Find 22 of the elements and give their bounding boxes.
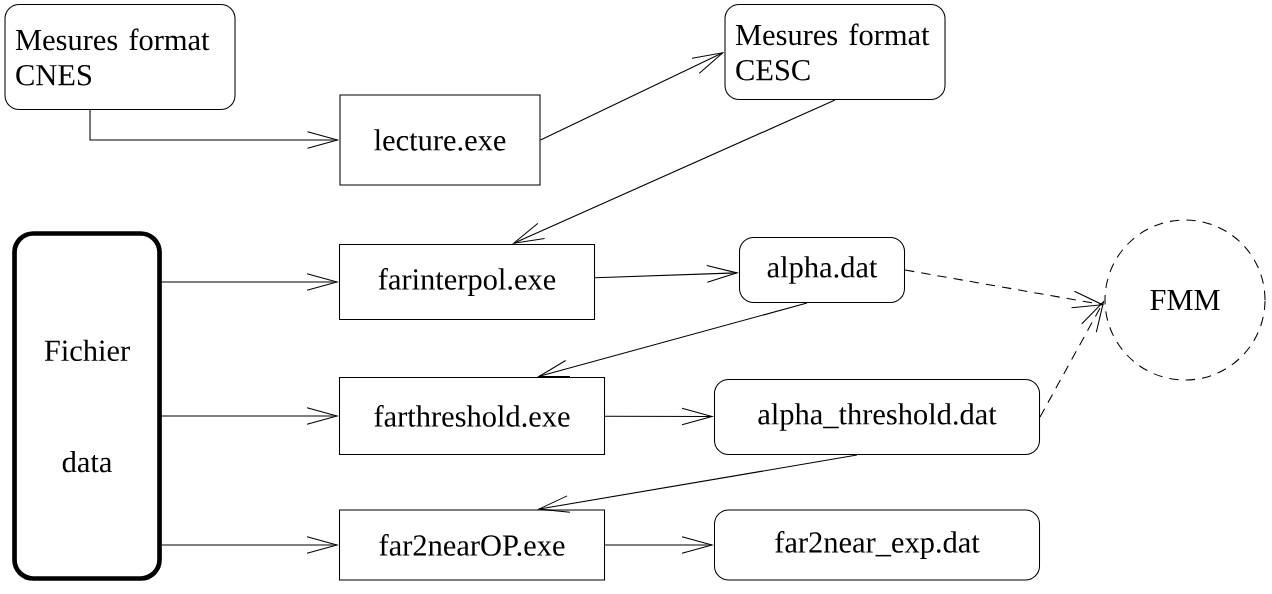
arrow	[604, 407, 714, 426]
data-box: Mesures format CESC	[724, 3, 946, 101]
arrow	[512, 99, 836, 244]
arrow	[161, 536, 339, 554]
data-box: alpha_threshold.dat	[713, 378, 1041, 456]
arrow	[537, 302, 808, 378]
file-box: Fichier data	[12, 231, 162, 581]
arrow	[89, 109, 340, 149]
program-box: farthreshold.exe	[339, 376, 606, 456]
data-box: alpha.dat	[739, 236, 906, 303]
arrow	[1039, 300, 1105, 418]
arrow	[161, 273, 339, 291]
arrow	[540, 52, 725, 141]
data-box: Mesures format CNES	[4, 3, 236, 111]
program-box: far2nearOP.exe	[339, 509, 606, 581]
program-box: lecture.exe	[339, 94, 541, 186]
arrow	[604, 536, 714, 554]
arrow	[594, 265, 739, 283]
program-box: farinterpol.exe	[339, 243, 596, 321]
data-box: far2near_exp.dat	[713, 509, 1041, 581]
arrow	[537, 454, 858, 513]
arrow	[161, 407, 339, 425]
